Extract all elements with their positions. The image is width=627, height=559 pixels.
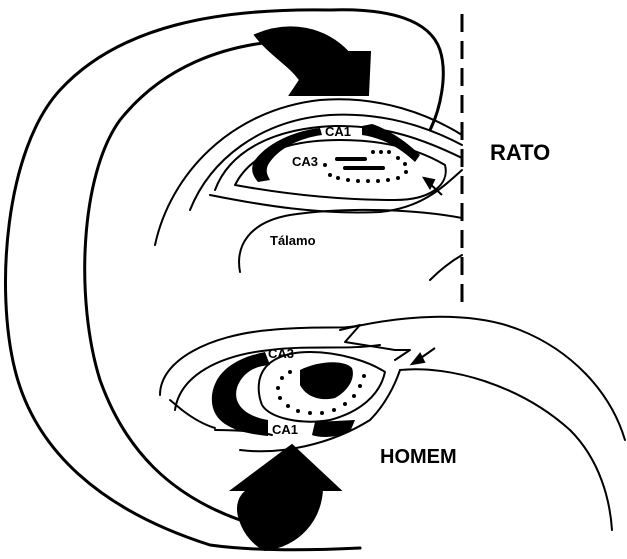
rat-ca1-band-end	[362, 124, 420, 162]
rat-hippocampus	[155, 99, 462, 280]
label-rat-ca3: CA3	[292, 154, 318, 169]
label-rato: RATO	[490, 140, 550, 165]
label-rat-ca1: CA1	[325, 124, 351, 139]
label-thalamus: Tálamo	[270, 233, 316, 248]
rat-dentate-gyrus	[323, 150, 408, 183]
label-homem: HOMEM	[380, 446, 457, 468]
hippocampal-arc	[5, 10, 443, 550]
human-dentate-blob	[300, 362, 353, 399]
bottom-arrow-shape	[232, 445, 340, 550]
label-human-ca3: CA3	[268, 346, 294, 361]
human-small-arrow	[412, 348, 435, 364]
human-ca-band	[212, 352, 270, 436]
top-arrow-shape	[255, 27, 370, 95]
label-human-ca1: CA1	[272, 422, 298, 437]
human-ca1-tail	[312, 420, 355, 437]
